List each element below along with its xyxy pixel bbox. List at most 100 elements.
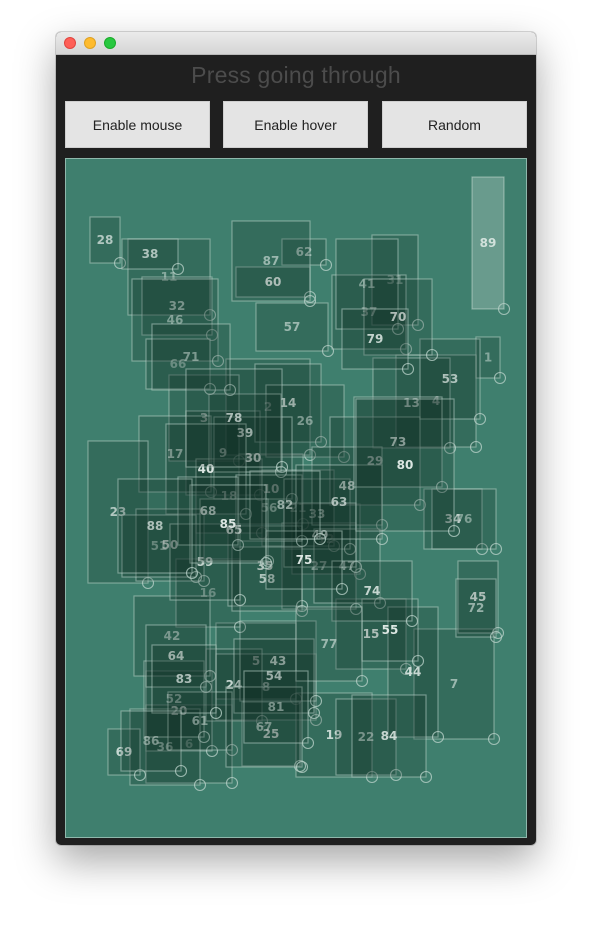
resize-handle[interactable] (209, 706, 223, 720)
resize-handle[interactable] (447, 524, 461, 538)
resize-handle[interactable] (489, 542, 503, 556)
resize-handle[interactable] (309, 713, 323, 727)
box-52[interactable]: 52 (143, 660, 211, 744)
resize-handle[interactable] (225, 776, 239, 790)
resize-handle[interactable] (335, 582, 349, 596)
resize-handle[interactable] (493, 371, 507, 385)
box-19[interactable]: 19 (295, 692, 379, 784)
resize-handle[interactable] (295, 760, 309, 774)
box-86[interactable]: 86 (120, 710, 188, 778)
box-7[interactable]: 7 (413, 628, 501, 746)
resize-handle[interactable] (233, 593, 247, 607)
box-65[interactable]: 65 (199, 498, 275, 568)
resize-handle[interactable] (231, 538, 245, 552)
box-57[interactable]: 57 (255, 302, 335, 358)
resize-handle[interactable] (303, 294, 317, 308)
box-54[interactable]: 54 (233, 638, 321, 720)
box-45[interactable]: 45 (457, 560, 505, 640)
resize-handle[interactable] (199, 680, 213, 694)
resize-handle[interactable] (327, 539, 341, 553)
resize-handle[interactable] (259, 556, 273, 570)
box-48[interactable]: 48 (311, 446, 389, 532)
resize-handle[interactable] (275, 460, 289, 474)
box-44[interactable]: 44 (387, 606, 445, 744)
resize-handle[interactable] (469, 440, 483, 454)
resize-handle[interactable] (321, 344, 335, 358)
resize-handle[interactable] (353, 567, 367, 581)
box-78[interactable]: 78 (185, 368, 289, 474)
resize-handle[interactable] (391, 322, 405, 336)
resize-handle[interactable] (443, 441, 457, 455)
resize-handle[interactable] (425, 348, 439, 362)
box-67[interactable]: 67 (225, 686, 309, 774)
resize-handle[interactable] (301, 736, 315, 750)
resize-handle[interactable] (313, 532, 327, 546)
box-63[interactable]: 63 (295, 464, 389, 546)
box-56[interactable]: 56 (235, 474, 309, 548)
resize-handle[interactable] (174, 764, 188, 778)
box-87[interactable]: 87 (231, 220, 317, 308)
resize-handle[interactable] (405, 614, 419, 628)
resize-handle[interactable] (411, 318, 425, 332)
resize-handle[interactable] (197, 574, 211, 588)
box-69[interactable]: 69 (107, 728, 147, 782)
resize-handle[interactable] (431, 730, 445, 744)
resize-handle[interactable] (293, 759, 307, 773)
box-42[interactable]: 42 (133, 595, 217, 683)
resize-handle[interactable] (435, 480, 449, 494)
box-26[interactable]: 26 (265, 384, 351, 464)
box-28[interactable]: 28 (89, 216, 127, 270)
box-59[interactable]: 59 (169, 523, 247, 607)
resize-handle[interactable] (419, 770, 433, 784)
resize-handle[interactable] (319, 258, 333, 272)
resize-handle[interactable] (489, 630, 503, 644)
box-32[interactable]: 32 (141, 276, 219, 342)
box-88[interactable]: 88 (117, 478, 199, 580)
box-2[interactable]: 2 (225, 358, 317, 462)
resize-handle[interactable] (355, 674, 369, 688)
box-29[interactable]: 29 (329, 416, 427, 512)
resize-handle[interactable] (487, 732, 501, 746)
resize-handle[interactable] (411, 654, 425, 668)
resize-handle[interactable] (296, 517, 310, 531)
box-51[interactable]: 51 (121, 514, 203, 584)
resize-handle[interactable] (113, 256, 127, 270)
box-38[interactable]: 38 (121, 238, 185, 276)
box-75[interactable]: 75 (265, 530, 349, 596)
resize-handle[interactable] (309, 694, 323, 708)
box-39[interactable]: 39 (208, 393, 288, 479)
resize-handle[interactable] (223, 383, 237, 397)
box-15[interactable]: 15 (335, 598, 413, 676)
box-82[interactable]: 82 (249, 470, 327, 546)
resize-handle[interactable] (375, 532, 389, 546)
resize-handle[interactable] (389, 768, 403, 782)
resize-handle[interactable] (373, 596, 387, 610)
box-43[interactable]: 43 (239, 620, 323, 708)
box-74[interactable]: 74 (331, 560, 419, 628)
box-62[interactable]: 62 (281, 238, 333, 272)
resize-handle[interactable] (203, 308, 217, 322)
box-61[interactable]: 61 (167, 691, 239, 757)
box-84[interactable]: 84 (351, 694, 433, 784)
box-66[interactable]: 66 (145, 338, 217, 396)
resize-handle[interactable] (255, 714, 269, 728)
box-22[interactable]: 22 (335, 698, 403, 782)
enable-mouse-button[interactable]: Enable mouse (65, 101, 210, 148)
resize-handle[interactable] (193, 778, 207, 792)
box-85[interactable]: 85 (189, 484, 273, 570)
box-5[interactable]: 5 (215, 622, 303, 706)
box-33[interactable]: 33 (283, 478, 357, 556)
box-72[interactable]: 72 (455, 578, 503, 644)
resize-handle[interactable] (171, 262, 185, 276)
resize-handle[interactable] (205, 744, 219, 758)
resize-handle[interactable] (133, 768, 147, 782)
resize-handle[interactable] (239, 507, 253, 521)
resize-handle[interactable] (203, 382, 217, 396)
resize-handle[interactable] (401, 362, 415, 376)
box-9[interactable]: 9 (185, 410, 267, 502)
resize-handle[interactable] (189, 570, 203, 584)
box-83[interactable]: 83 (151, 644, 223, 720)
box-77[interactable]: 77 (295, 606, 369, 688)
box-68[interactable]: 68 (177, 476, 245, 552)
